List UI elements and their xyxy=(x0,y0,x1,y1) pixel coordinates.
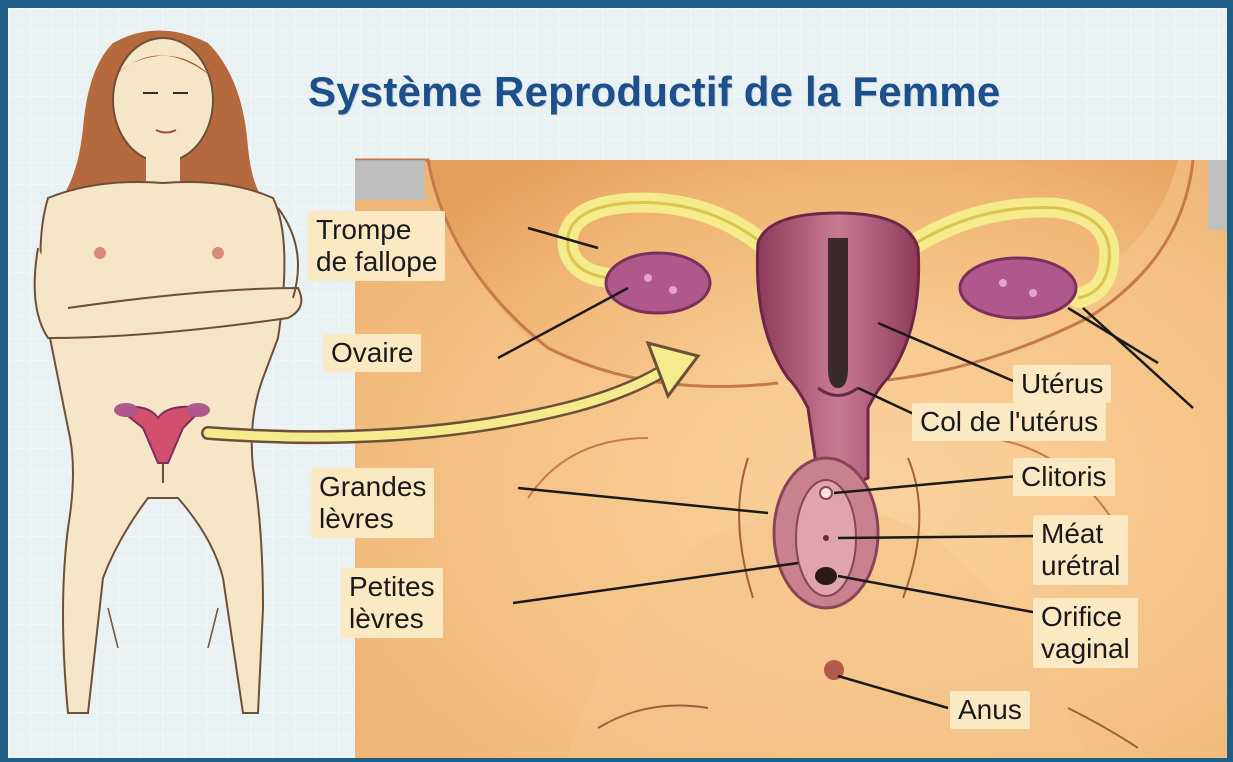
woman-figure xyxy=(35,31,302,714)
label-col: Col de l'utérus xyxy=(912,403,1106,441)
label-grandes: Grandes lèvres xyxy=(311,468,434,538)
label-clitoris: Clitoris xyxy=(1013,458,1115,496)
label-orifice: Orifice vaginal xyxy=(1033,598,1138,668)
label-ovaire: Ovaire xyxy=(323,334,421,372)
label-trompe: Trompe de fallope xyxy=(308,211,445,281)
diagram-frame: Système Reproductif de la Femme Trompe d… xyxy=(8,8,1227,758)
page-title: Système Reproductif de la Femme xyxy=(308,68,1000,116)
label-anus: Anus xyxy=(950,691,1030,729)
label-uterus: Utérus xyxy=(1013,365,1111,403)
label-petites: Petites lèvres xyxy=(341,568,443,638)
label-meat: Méat urétral xyxy=(1033,515,1128,585)
